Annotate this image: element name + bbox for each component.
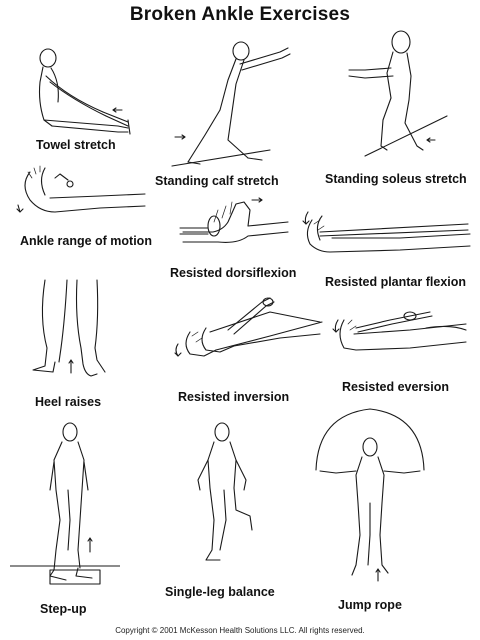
copyright-notice: Copyright © 2001 McKesson Health Solutio… (115, 626, 365, 635)
resisted-plantar-flexion-illustration (300, 210, 475, 275)
exercise-label: Towel stretch (36, 138, 116, 152)
exercise-label: Single-leg balance (165, 585, 275, 599)
exercise-label: Step-up (40, 602, 87, 616)
heel-raises-illustration (25, 278, 120, 388)
towel-stretch-illustration (18, 42, 133, 137)
jump-rope-illustration (308, 405, 433, 595)
resisted-eversion-illustration (330, 300, 470, 370)
step-up-illustration (10, 420, 120, 595)
exercise-label: Resisted inversion (178, 390, 290, 404)
ankle-range-of-motion-illustration (10, 160, 150, 230)
single-leg-balance-illustration (180, 420, 270, 575)
resisted-inversion-illustration (170, 292, 325, 377)
exercise-label: Resisted dorsiflexion (170, 266, 297, 280)
exercise-label: Standing calf stretch (155, 174, 279, 188)
exercise-label: Resisted eversion (342, 380, 449, 394)
standing-calf-stretch-illustration (170, 40, 295, 170)
exercise-label: Resisted plantar flexion (325, 275, 467, 289)
exercise-label: Standing soleus stretch (325, 172, 467, 186)
exercise-label: Ankle range of motion (20, 234, 152, 248)
standing-soleus-stretch-illustration (335, 28, 450, 163)
exercise-label: Heel raises (35, 395, 102, 409)
exercise-label: Jump rope (338, 598, 402, 612)
page-title: Broken Ankle Exercises (129, 4, 351, 25)
resisted-dorsiflexion-illustration (178, 192, 298, 254)
